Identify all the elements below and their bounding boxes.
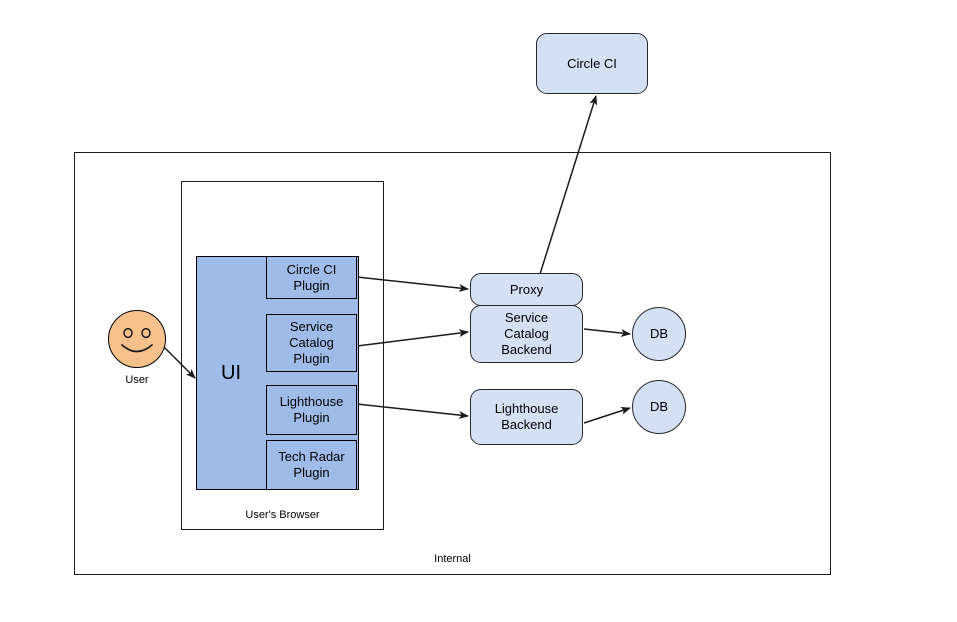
- user-label: User: [125, 374, 149, 386]
- container-internal-label: Internal: [434, 553, 471, 565]
- node-lighthouse-db[interactable]: DB: [632, 380, 686, 434]
- node-service-catalog-db[interactable]: DB: [632, 307, 686, 361]
- node-circle-ci-plugin[interactable]: Circle CI Plugin: [266, 256, 357, 299]
- node-service-catalog-db-label: DB: [649, 326, 669, 342]
- container-internal: [74, 152, 831, 575]
- container-browser-label: User's Browser: [245, 509, 320, 521]
- node-circle-ci[interactable]: Circle CI: [536, 33, 648, 94]
- node-service-catalog-backend-label: Service Catalog Backend: [501, 310, 552, 357]
- node-circle-ci-plugin-label: Circle CI Plugin: [286, 261, 337, 293]
- node-proxy[interactable]: Proxy: [470, 273, 583, 306]
- container-browser: [181, 181, 384, 530]
- node-lighthouse-db-label: DB: [649, 399, 669, 415]
- node-proxy-label: Proxy: [509, 281, 544, 297]
- node-lighthouse-plugin-label: Lighthouse Plugin: [279, 394, 344, 425]
- node-lighthouse-plugin[interactable]: Lighthouse Plugin: [266, 385, 357, 435]
- node-ui-label: UI: [221, 361, 241, 384]
- node-tech-radar-plugin-label: Tech Radar Plugin: [278, 449, 345, 480]
- node-circle-ci-label: Circle CI: [567, 55, 617, 71]
- node-service-catalog-plugin[interactable]: Service Catalog Plugin: [266, 314, 357, 372]
- node-lighthouse-backend[interactable]: Lighthouse Backend: [470, 389, 583, 445]
- node-lighthouse-backend-label: Lighthouse Backend: [494, 401, 559, 432]
- user-avatar[interactable]: [108, 310, 166, 368]
- node-service-catalog-plugin-label: Service Catalog Plugin: [289, 319, 334, 366]
- node-tech-radar-plugin[interactable]: Tech Radar Plugin: [266, 440, 357, 490]
- node-service-catalog-backend[interactable]: Service Catalog Backend: [470, 305, 583, 363]
